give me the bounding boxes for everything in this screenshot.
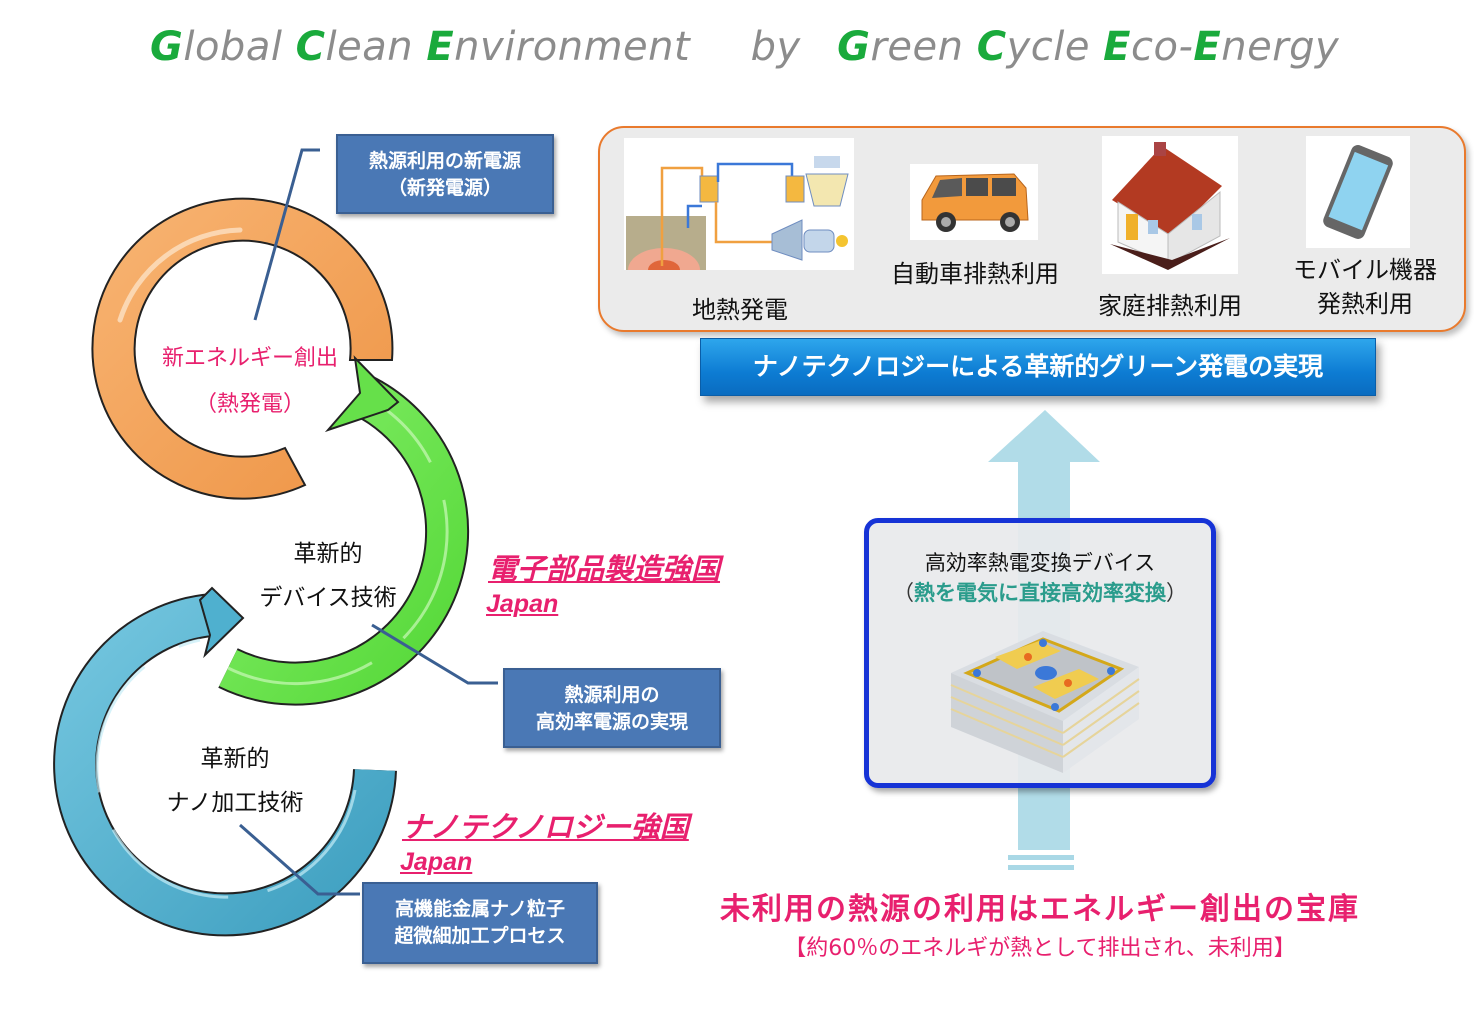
thermoelectric-device-box: 高効率熱電変換デバイス （熱を電気に直接高効率変換）: [864, 518, 1216, 788]
device-ring-line1: 革新的: [293, 541, 363, 567]
device-ring-line2: デバイス技術: [259, 585, 397, 611]
callout-line: （新発電源）: [387, 177, 502, 199]
cycle-diagram: [53, 148, 498, 937]
device-ring: [218, 355, 470, 706]
title-word: Global: [150, 24, 283, 70]
connector-efficient-power: [371, 623, 498, 685]
title-word: Clean: [295, 24, 414, 70]
house-image-icon: [1102, 136, 1238, 274]
app-label-car: 自動車排熱利用: [891, 260, 1059, 288]
title-word: by: [750, 24, 801, 70]
callout-efficient-power: 熱源利用の 高効率電源の実現: [503, 668, 721, 748]
page-title: Global Clean Environment by Green Cycle …: [150, 24, 1339, 84]
electronics-country-label: Japan: [486, 590, 559, 618]
connector-nano-particles: [239, 823, 360, 896]
device-title: 高効率熱電変換デバイス: [924, 551, 1156, 575]
title-word: Environment: [426, 24, 691, 70]
smartphone-image-icon: [1306, 136, 1410, 248]
app-label-mobile-line2: 発熱利用: [1317, 290, 1413, 318]
energy-ring-subtitle: （熱発電）: [194, 392, 305, 417]
nano-ring-line1: 革新的: [200, 746, 270, 772]
footer-note: 【約60％のエネルギが熱として排出され、未利用】: [784, 936, 1296, 961]
app-label-mobile-line1: モバイル機器: [1293, 256, 1437, 284]
nano-ring-line2: ナノ加工技術: [166, 790, 304, 816]
applications-panel: 地熱発電 自動車排熱利用 家庭排熱利用 モバイル機器 発熱利用: [598, 126, 1466, 332]
footer-headline: 未利用の熱源の利用はエネルギー創出の宝庫: [720, 892, 1360, 927]
energy-ring-title: 新エネルギー創出: [161, 346, 338, 371]
callout-line: 高機能金属ナノ粒子: [394, 898, 566, 920]
title-word: Eco-Energy: [1103, 24, 1340, 70]
electronics-strength-label: 電子部品製造強国: [488, 552, 721, 586]
nano-ring: [53, 586, 397, 937]
callout-new-power: 熱源利用の新電源 （新発電源）: [336, 134, 554, 214]
callout-line: 熱源利用の: [564, 684, 660, 706]
nanotech-strength-label: ナノテクノロジー強国: [402, 810, 689, 844]
connector-new-power: [253, 148, 320, 321]
title-word: Cycle: [976, 24, 1090, 70]
app-label-geothermal: 地熱発電: [692, 296, 788, 324]
geothermal-plant-diagram-icon: [624, 138, 854, 270]
callout-line: 高効率電源の実現: [535, 711, 688, 733]
connector-lines: [239, 148, 498, 896]
nanotech-country-label: Japan: [400, 848, 473, 876]
app-label-house: 家庭排熱利用: [1098, 292, 1242, 320]
callout-line: 超微細加工プロセス: [394, 925, 566, 947]
callout-line: 熱源利用の新電源: [368, 150, 521, 172]
title-word: Green: [837, 24, 964, 70]
device-subtitle: （熱を電気に直接高効率変換）: [893, 581, 1187, 605]
green-power-banner: ナノテクノロジーによる革新的グリーン発電の実現: [700, 338, 1376, 396]
thermoelectric-device-icon: [950, 631, 1140, 773]
callout-nano-particles: 高機能金属ナノ粒子 超微細加工プロセス: [362, 882, 598, 964]
energy-ring: [91, 197, 394, 500]
car-image-icon: [910, 164, 1038, 240]
